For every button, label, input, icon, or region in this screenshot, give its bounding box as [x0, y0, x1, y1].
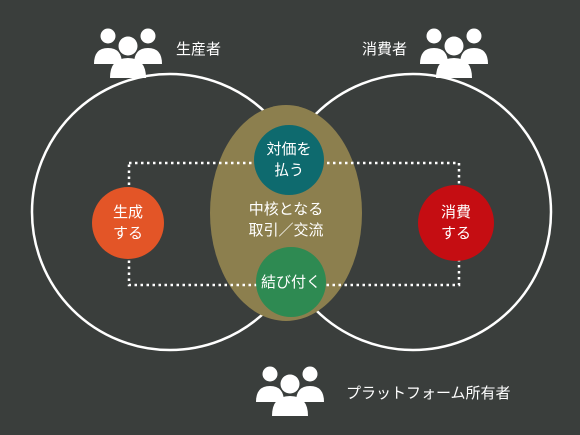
consume-circle	[418, 185, 494, 261]
produce-line1: 生成	[112, 203, 143, 221]
core-line2: 取引／交流	[248, 221, 324, 239]
core-ellipse	[210, 105, 362, 321]
pay-line2: 払う	[273, 161, 304, 179]
people-group-icon	[94, 28, 162, 78]
platform-owner-label: プラットフォーム所有者	[346, 384, 511, 402]
core-node-text: 中核となる 取引／交流	[236, 198, 336, 242]
people-group-icon	[256, 366, 324, 416]
people-group-icon	[420, 28, 488, 78]
connect-node-text: 結び付く	[256, 247, 326, 317]
produce-line2: する	[112, 224, 143, 242]
pay-line1: 対価を	[266, 140, 312, 158]
pay-node-text: 対価を 払う	[254, 125, 324, 195]
pay-circle	[254, 125, 324, 195]
core-line1: 中核となる	[248, 200, 324, 218]
consume-line2: する	[440, 224, 471, 242]
producer-label: 生産者	[176, 40, 222, 58]
produce-circle	[92, 187, 164, 259]
consume-node-text: 消費 する	[418, 185, 494, 261]
produce-node-text: 生成 する	[92, 187, 164, 259]
consumer-label: 消費者	[362, 40, 408, 58]
consume-line1: 消費	[440, 203, 471, 221]
connect-circle	[256, 247, 326, 317]
connect-line1: 結び付く	[260, 272, 321, 291]
